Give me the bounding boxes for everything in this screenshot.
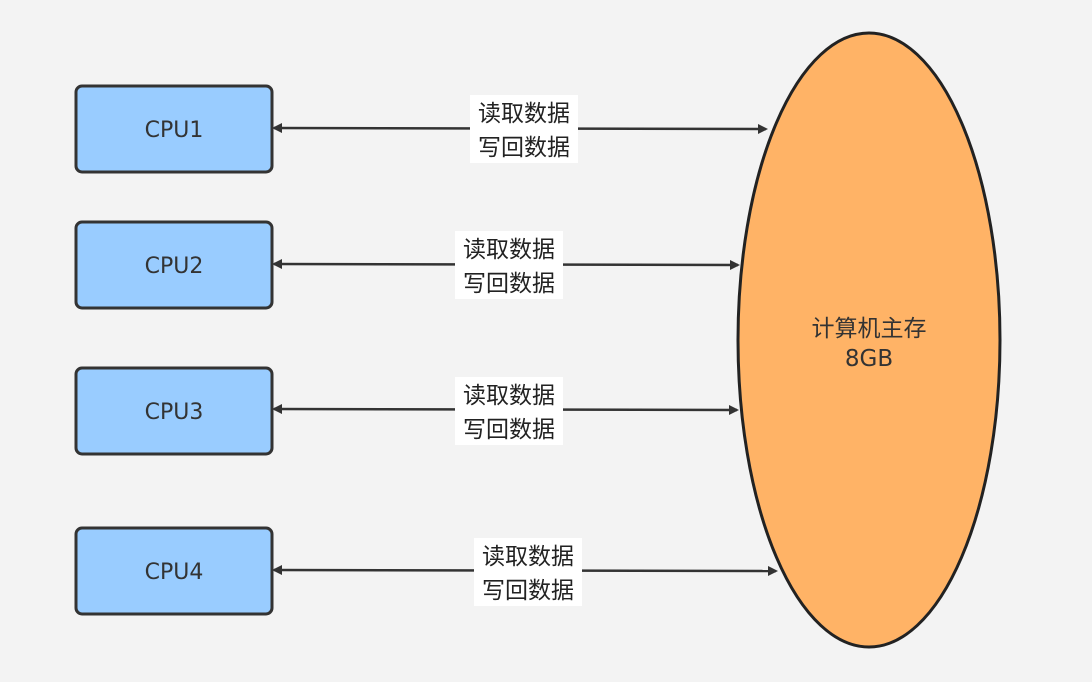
edge-label-write: 写回数据 [463,271,555,297]
edge-label-write: 写回数据 [482,578,574,604]
edge-label-background [474,538,582,606]
cpu-node-4: CPU4 [74,526,274,616]
cpu-box [74,366,274,456]
cpu-label: CPU2 [145,254,204,279]
cpu-label: CPU4 [145,560,204,585]
cpu-label: CPU1 [145,118,204,143]
cpu-node-2: CPU2 [74,220,274,310]
memory-ellipse [736,31,1002,649]
edge-label-background [455,377,563,445]
edge-label-read: 读取数据 [482,544,574,570]
cpu-label: CPU3 [145,400,204,425]
cpu-box [74,84,274,174]
edge-cpu2-memory: 读取数据 写回数据 [272,231,740,299]
memory-node: 计算机主存 8GB [736,31,1002,649]
cpu-node-1: CPU1 [74,84,274,174]
cpu-node-3: CPU3 [74,366,274,456]
memory-label-line2: 8GB [845,346,893,372]
edge-cpu4-memory: 读取数据 写回数据 [272,538,778,606]
edge-label-write: 写回数据 [463,417,555,443]
cpu-box [74,526,274,616]
memory-label-line1: 计算机主存 [812,316,927,342]
edge-label-write: 写回数据 [478,135,570,161]
edge-cpu3-memory: 读取数据 写回数据 [272,377,739,445]
edge-cpu1-memory: 读取数据 写回数据 [272,95,768,163]
cpu-box [74,220,274,310]
edge-label-read: 读取数据 [463,237,555,263]
edge-label-background [455,231,563,299]
edge-label-background [470,95,578,163]
edge-label-read: 读取数据 [463,383,555,409]
edge-label-read: 读取数据 [478,101,570,127]
